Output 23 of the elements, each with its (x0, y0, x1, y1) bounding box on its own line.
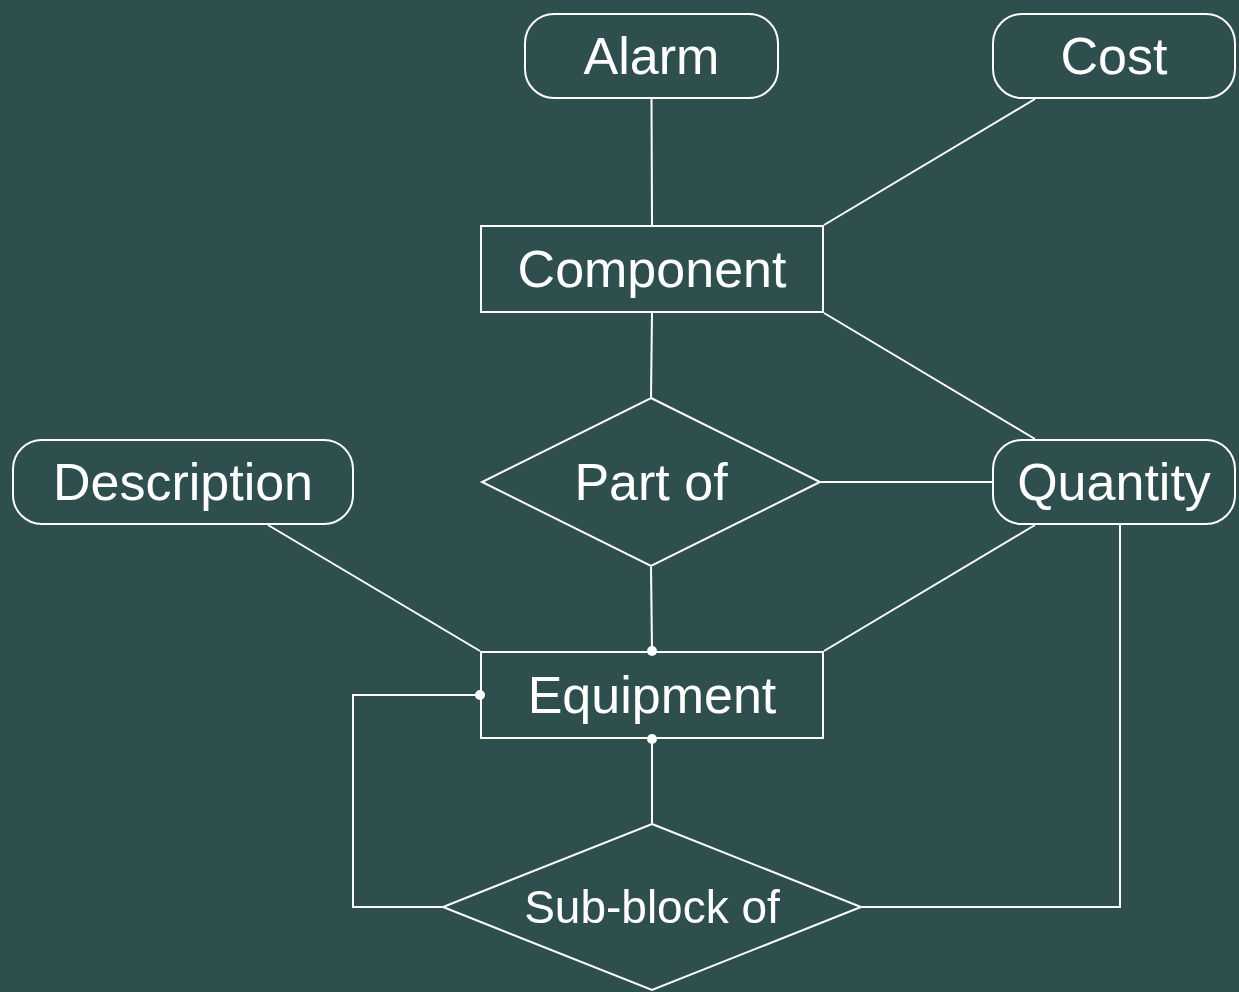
connector-line (820, 481, 993, 483)
connector-line (823, 524, 1036, 652)
relationship-diamond (481, 397, 821, 567)
node-label: Part of (574, 456, 728, 508)
relationship-line (352, 690, 485, 908)
node-label: Cost (1060, 30, 1168, 82)
node-label: Sub-block of (524, 884, 780, 930)
relationship-diamond (442, 823, 862, 991)
attribute-box (992, 439, 1236, 525)
connector-line (650, 312, 653, 398)
connector-line (650, 98, 653, 226)
relationship-line (647, 566, 657, 656)
connector-line (823, 312, 1036, 440)
entity-box (480, 651, 824, 739)
connector-line (823, 98, 1036, 226)
attribute-box (524, 13, 779, 99)
attribute-box (12, 439, 354, 525)
connector-line (267, 524, 481, 652)
node-label: Alarm (583, 30, 720, 82)
attribute-box (992, 13, 1236, 99)
relationship-line (647, 734, 657, 824)
connector-line (861, 524, 1121, 908)
entity-box (480, 225, 824, 313)
